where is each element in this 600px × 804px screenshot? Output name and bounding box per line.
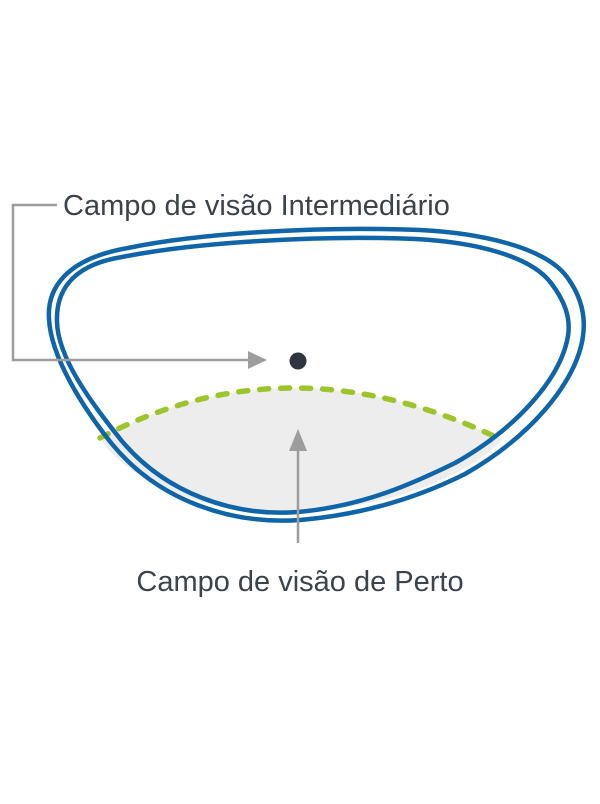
- intermediate-leader-line: [11, 203, 248, 362]
- lens-inner-outline: [54, 235, 571, 515]
- near-vision-label: Campo de visão de Perto: [136, 566, 464, 598]
- fitting-point-dot: [289, 352, 307, 370]
- up-arrowhead-icon: [289, 429, 307, 451]
- right-arrowhead-icon: [248, 351, 267, 369]
- near-vision-boundary-dashed-line: [97, 385, 505, 443]
- lens-outer-outline: [46, 226, 587, 523]
- intermediate-vision-label: Campo de visão Intermediário: [63, 190, 450, 222]
